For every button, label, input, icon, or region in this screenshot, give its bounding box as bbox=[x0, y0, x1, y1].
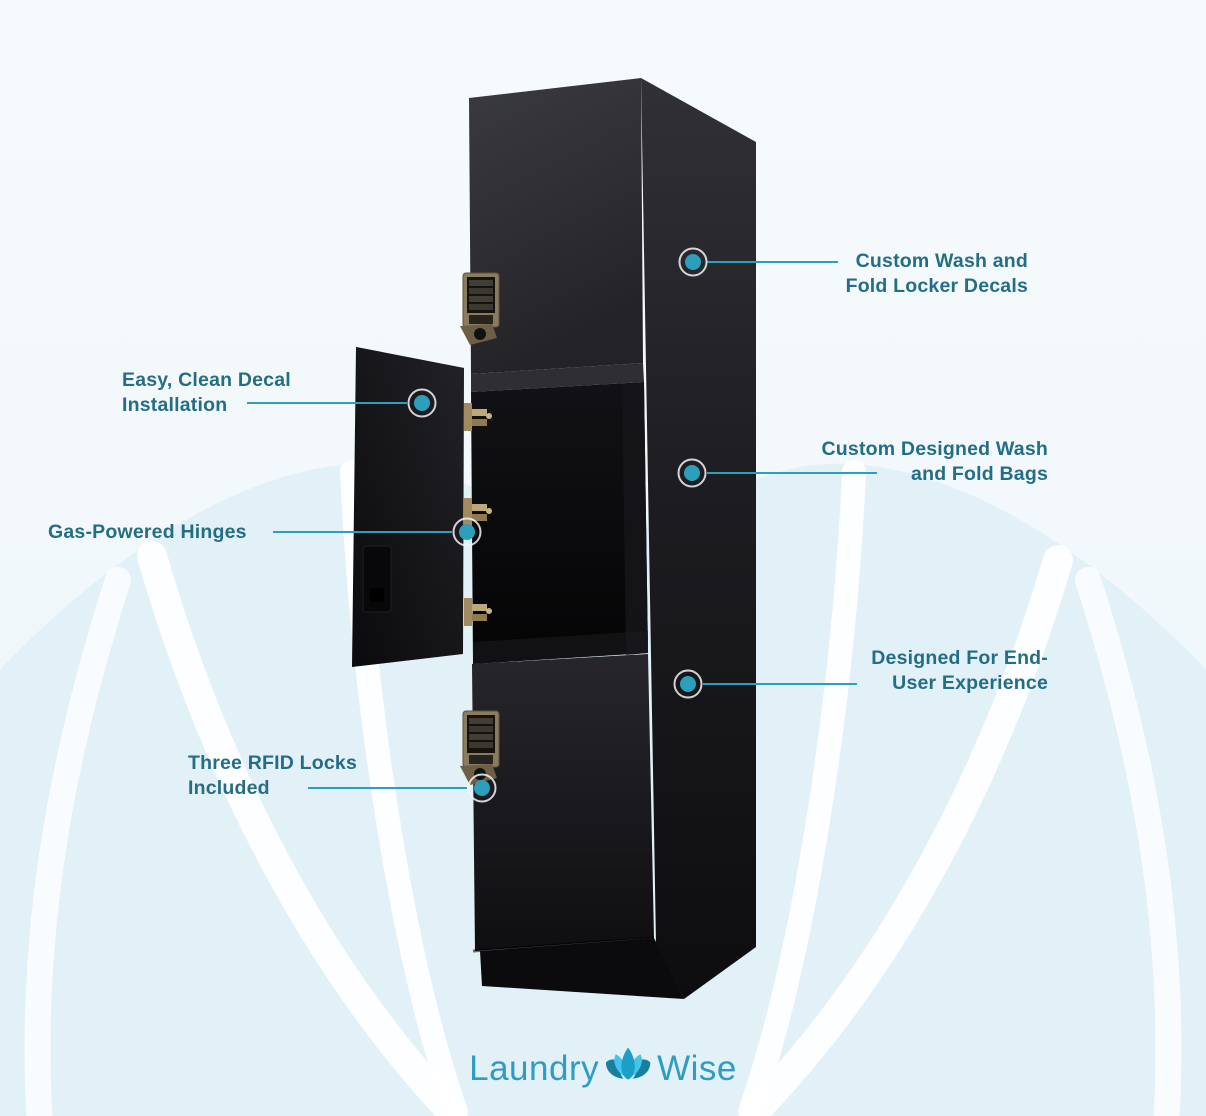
callout-line: Gas-Powered Hinges bbox=[48, 521, 247, 543]
callout-line: Installation bbox=[122, 393, 228, 416]
callout-dot-gas-hinges bbox=[459, 524, 475, 540]
locker-bottom-door bbox=[472, 654, 654, 951]
callout-markers bbox=[247, 247, 877, 803]
callout-dot-custom-decals bbox=[685, 254, 701, 270]
callout-label-decal-installation: Easy, Clean Decal Installation bbox=[122, 368, 291, 417]
locker-frame-strip bbox=[471, 363, 644, 392]
locker bbox=[352, 78, 756, 999]
callout-line: and Fold Bags bbox=[911, 462, 1048, 485]
callout-dot-rfid-locks bbox=[474, 780, 490, 796]
locker-side-panel bbox=[641, 78, 756, 999]
callout-ring bbox=[407, 388, 437, 418]
hinge-bottom bbox=[464, 598, 492, 626]
rfid-lock-top bbox=[460, 272, 500, 345]
open-door-panel bbox=[352, 347, 464, 667]
callout-label-custom-decals: Custom Wash and Fold Locker Decals bbox=[846, 249, 1028, 298]
callout-line: Custom Wash and bbox=[855, 250, 1028, 272]
callout-label-rfid-locks: Three RFID Locks Included bbox=[188, 751, 357, 800]
latch-opening bbox=[370, 588, 384, 602]
brand-word-wise: Wise bbox=[657, 1049, 737, 1088]
cavity-floor bbox=[473, 631, 648, 664]
callout-ring bbox=[673, 669, 703, 699]
locker-base bbox=[480, 938, 684, 999]
callout-line: Custom Designed Wash bbox=[821, 438, 1048, 460]
base-shadow-line bbox=[472, 936, 655, 953]
callout-ring bbox=[677, 458, 707, 488]
callout-ring bbox=[678, 247, 708, 277]
brand-word-laundry: Laundry bbox=[469, 1049, 600, 1088]
callout-line: Three RFID Locks bbox=[188, 752, 357, 774]
callout-line: User Experience bbox=[892, 671, 1048, 694]
callout-ring bbox=[467, 773, 497, 803]
petal-gap-band bbox=[738, 460, 866, 1116]
lotus-icon bbox=[605, 1047, 651, 1080]
callout-label-gas-hinges: Gas-Powered Hinges bbox=[48, 520, 247, 545]
callout-dot-end-user bbox=[680, 676, 696, 692]
callout-line: Included bbox=[188, 776, 270, 799]
hinge-top bbox=[464, 403, 492, 431]
locker-open-door bbox=[352, 347, 464, 667]
callout-ring bbox=[452, 517, 482, 547]
rfid-lock-bottom bbox=[460, 710, 500, 785]
petal-gap-band bbox=[1075, 567, 1182, 1116]
locker-middle-cavity bbox=[471, 382, 648, 664]
petal-gap-band bbox=[137, 541, 467, 1116]
callout-dot-wash-fold-bags bbox=[684, 465, 700, 481]
petal-gap-band bbox=[24, 567, 131, 1116]
cavity-inner-wall bbox=[622, 382, 648, 655]
callout-line: Fold Locker Decals bbox=[845, 274, 1028, 297]
callout-label-wash-fold-bags: Custom Designed Wash and Fold Bags bbox=[822, 437, 1048, 486]
locker-top-door bbox=[469, 78, 643, 374]
callout-label-end-user: Designed For End- User Experience bbox=[871, 646, 1048, 695]
callout-line: Designed For End- bbox=[871, 647, 1048, 669]
hinge-middle bbox=[464, 498, 492, 526]
callout-dot-decal-installation bbox=[414, 395, 430, 411]
open-door-latch-unit bbox=[362, 545, 392, 613]
petal-gap-band bbox=[739, 545, 1073, 1116]
lotus-petal-center bbox=[621, 1047, 635, 1080]
callout-line: Easy, Clean Decal bbox=[122, 369, 291, 391]
brand-logo: Laundry Wise bbox=[469, 1046, 737, 1092]
